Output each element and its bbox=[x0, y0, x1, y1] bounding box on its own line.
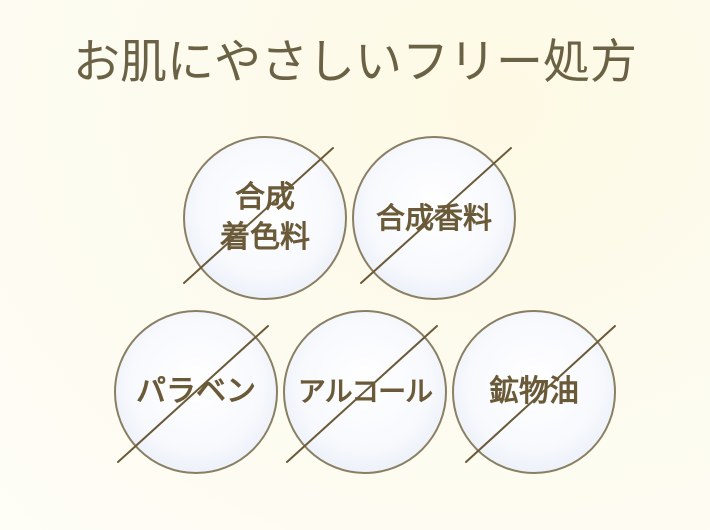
free-badge-synthetic-fragrance: 合成香料 bbox=[352, 136, 516, 300]
badge-label: アルコール bbox=[297, 375, 433, 408]
badge-label: 合成 着色料 bbox=[220, 180, 310, 255]
free-badge-paraben: パラベン bbox=[114, 310, 278, 474]
badge-label: 鉱物油 bbox=[489, 374, 579, 409]
badge-label: パラベン bbox=[136, 374, 256, 409]
free-badge-mineral-oil: 鉱物油 bbox=[452, 310, 616, 474]
free-badge-alcohol: アルコール bbox=[283, 310, 447, 474]
free-badge-synthetic-colorant: 合成 着色料 bbox=[183, 136, 347, 300]
badge-label: 合成香料 bbox=[375, 201, 492, 235]
page-title: お肌にやさしいフリー処方 bbox=[73, 35, 637, 90]
